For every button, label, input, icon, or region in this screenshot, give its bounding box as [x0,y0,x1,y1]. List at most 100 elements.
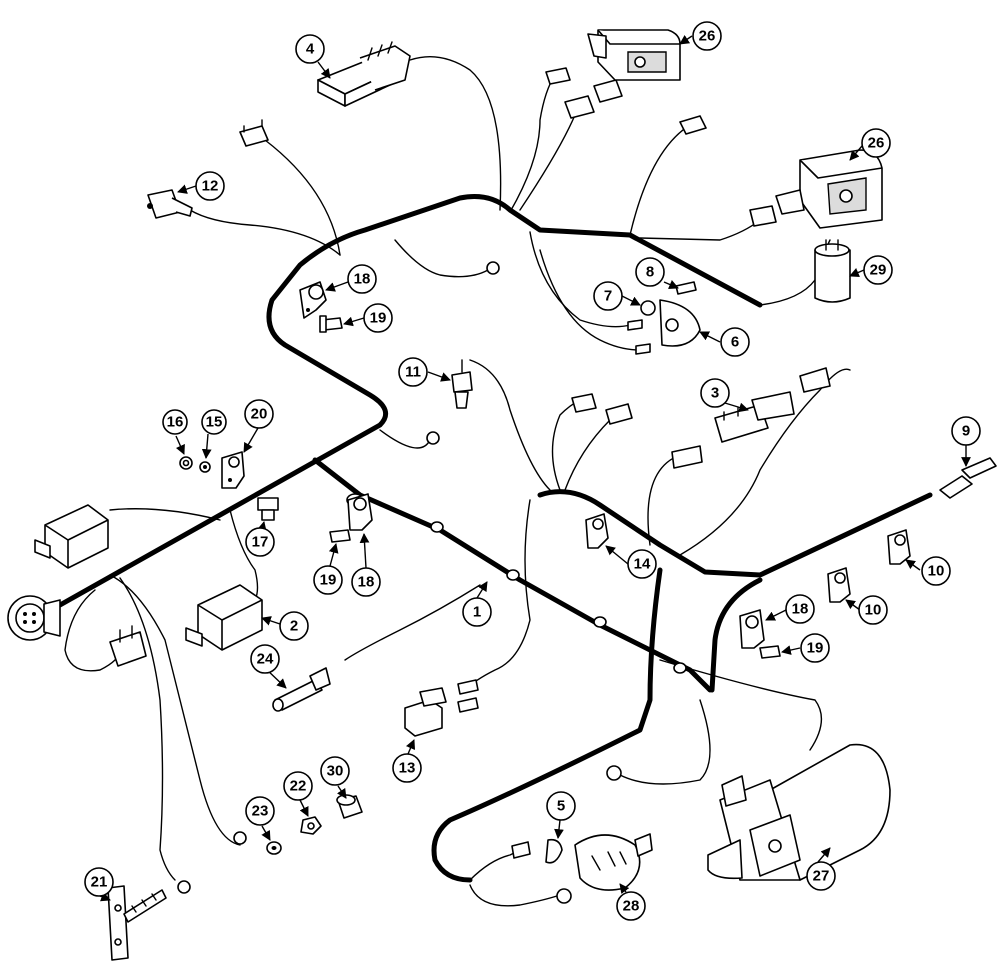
bushing-30 [336,794,363,819]
horn-terminals [627,319,651,355]
callout-9: 9 [951,416,981,446]
bolt-19-mid [329,529,351,543]
svg-text:4: 4 [306,41,315,58]
svg-text:6: 6 [731,334,739,351]
ground-bracket-21 [107,885,167,961]
horn [640,281,701,347]
svg-text:14: 14 [634,556,651,573]
small-connector-left [109,625,147,667]
nut-22 [300,816,322,835]
washer-15 [199,461,211,473]
svg-text:26: 26 [868,135,885,152]
clamp-10-left [827,567,851,603]
callout-10-right: 10 [921,556,951,586]
svg-text:3: 3 [711,385,719,402]
small-connector-top-mid-2 [564,79,623,119]
small-connector-top-mid-1 [545,67,571,85]
canister-29 [814,239,851,303]
svg-text:29: 29 [870,262,887,279]
branch-wires [64,55,851,907]
bolt-19-top [319,315,343,333]
callout-18-mid: 18 [351,567,381,597]
callout-20: 20 [244,399,274,429]
callout-26-top: 26 [692,21,722,51]
svg-text:11: 11 [405,364,421,381]
clamp-18-mid [347,493,373,531]
callout-3: 3 [700,378,730,408]
distributor-28 [574,833,653,891]
callout-18-top: 18 [347,264,377,294]
svg-text:19: 19 [370,310,387,327]
svg-text:8: 8 [646,264,654,281]
callout-22: 22 [283,771,313,801]
callout-13: 13 [392,753,422,783]
callout-21: 21 [84,867,114,897]
svg-text:1: 1 [473,604,481,621]
clamp-10-right [887,529,911,565]
callout-2: 2 [279,611,309,641]
sender-11 [451,359,473,409]
washer-16 [179,456,193,470]
lamp-right [749,149,883,229]
clamp-20 [221,451,245,489]
callout-11: 11 [398,357,428,387]
svg-text:19: 19 [807,640,824,657]
svg-text:5: 5 [557,798,565,815]
callout-19-right: 19 [800,633,830,663]
callout-24: 24 [250,644,280,674]
svg-text:17: 17 [252,534,269,551]
svg-text:27: 27 [813,868,830,885]
callout-30: 30 [320,756,350,786]
clamp-18-right [739,609,765,649]
callout-16: 16 [162,409,188,435]
small-connector-top-left [239,119,269,147]
small-connector-top-right [679,115,707,135]
sensor-24 [272,667,331,712]
svg-text:26: 26 [699,28,716,45]
svg-text:10: 10 [865,602,882,619]
clamp-18-top [299,281,327,319]
callout-19-mid: 19 [313,565,343,595]
connector-9 [939,457,997,499]
harness-clips [346,493,687,674]
clamp-14 [585,513,609,549]
svg-text:23: 23 [252,803,269,820]
callout-leaders [99,35,971,902]
svg-text:13: 13 [399,760,416,777]
bolt-19-right [759,645,781,659]
callout-12: 12 [195,171,225,201]
small-connectors-mid [571,393,633,425]
svg-text:28: 28 [623,898,640,915]
svg-text:24: 24 [257,651,274,668]
relay-top-left [34,504,109,569]
bolt-17 [257,497,279,521]
callout-4: 4 [295,34,325,64]
svg-text:21: 21 [91,874,108,891]
callout-28: 28 [616,891,646,921]
callout-15: 15 [201,409,227,435]
svg-text:2: 2 [290,618,298,635]
relay-2 [185,584,263,651]
svg-text:7: 7 [604,288,612,305]
round-connector [7,595,61,641]
callout-19-top: 19 [363,303,393,333]
starter-motor-27 [707,743,891,881]
callout-17: 17 [245,527,275,557]
svg-text:20: 20 [251,406,268,423]
lamp-top [587,29,681,81]
callout-1: 1 [462,597,492,627]
callout-26-right: 26 [861,128,891,158]
callout-7: 7 [593,281,623,311]
callout-18-right: 18 [785,594,815,624]
ring-terminals [177,261,622,904]
callout-5: 5 [546,791,576,821]
svg-text:30: 30 [327,763,344,780]
svg-text:10: 10 [928,563,945,580]
callout-27: 27 [806,861,836,891]
svg-text:15: 15 [206,414,223,431]
callout-23: 23 [245,796,275,826]
callout-14: 14 [627,549,657,579]
connector-3 [671,367,831,469]
callout-29: 29 [863,255,893,285]
